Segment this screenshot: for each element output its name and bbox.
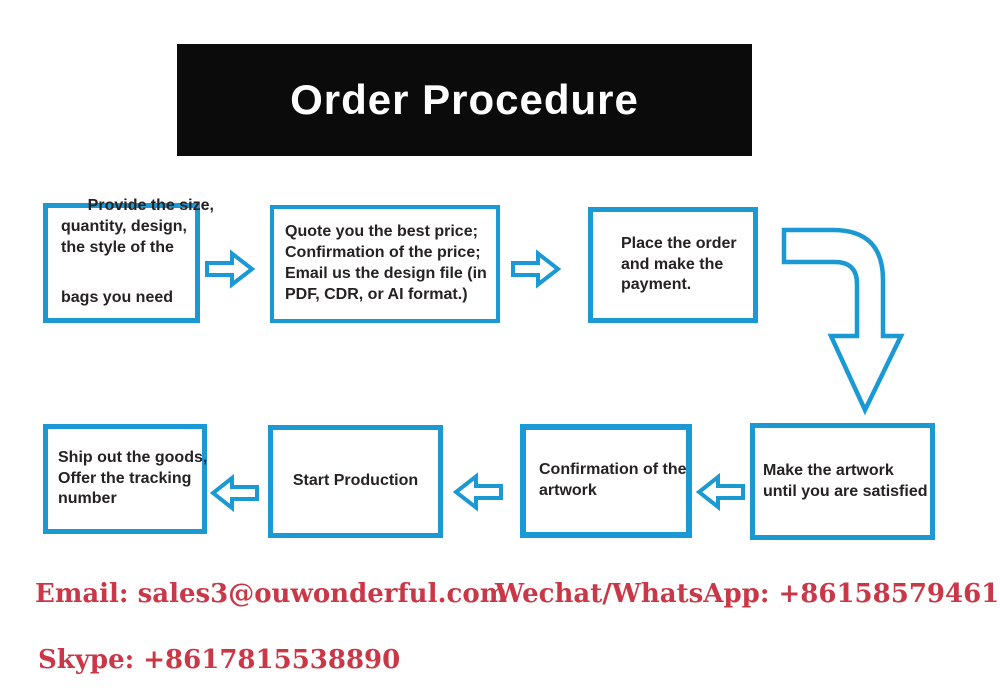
flow-step-place-order: Place the order and make the payment. [588,207,758,323]
flow-step-quote: Quote you the best price; Confirmation o… [270,205,500,323]
flow-step-start-production-text: Start Production [292,472,419,490]
contact-skype: Skype: +8617815538890 [38,645,401,675]
flow-step-provide: Provide the size, quantity, design, the … [43,197,214,323]
arrow-curve-down-icon [781,224,906,416]
page-title: Order Procedure [290,76,639,123]
flow-step-make-artwork-text: Make the artwork until you are satisfied [763,461,928,500]
arrow-left-icon [210,474,260,512]
contact-email: Email: sales3@ouwonderful.com [35,579,508,609]
arrow-left-icon [452,472,504,512]
arrow-right-icon [204,249,256,289]
title-banner: Order Procedure [177,44,752,156]
flow-step-provide-text: Provide the size, quantity, design, the … [61,175,214,350]
contact-wechat-whatsapp: Wechat/WhatsApp: +8615857946129 [495,579,1000,609]
arrow-left-icon [696,473,746,511]
flow-step-start-production: Start Production [268,425,443,538]
arrow-right-icon [510,249,562,289]
flow-step-provide-lines: Provide the size, quantity, design, the … [61,197,214,256]
flow-step-confirm-artwork-text: Confirmation of the artwork [539,461,687,499]
flow-step-ship-goods-text: Ship out the goods, Offer the tracking n… [58,448,208,508]
flow-step-place-order-text: Place the order and make the payment. [621,234,737,294]
flow-step-confirm-artwork: Confirmation of the artwork [520,424,692,538]
flow-step-provide-last-line: bags you need [61,289,174,307]
flow-step-quote-text: Quote you the best price; Confirmation o… [285,223,487,303]
flow-step-make-artwork: Make the artwork until you are satisfied [750,423,935,540]
flow-step-ship-goods: Ship out the goods, Offer the tracking n… [43,424,207,534]
